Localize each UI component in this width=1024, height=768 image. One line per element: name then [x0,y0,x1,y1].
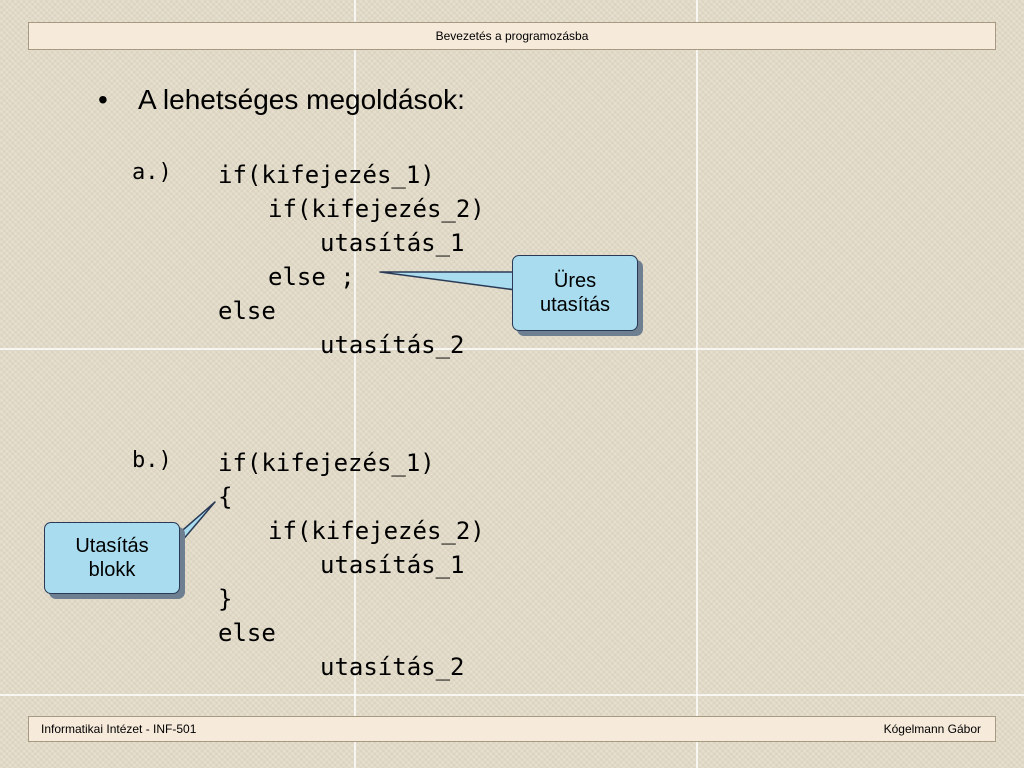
code-line: else [218,297,276,325]
code-line: utasítás_2 [320,331,465,359]
grid-line [354,0,356,768]
bullet-icon: • [98,84,108,115]
callout-pointer-empty [379,271,517,291]
code-line: if(kifejezés_1) [218,161,435,189]
code-line: else [218,619,276,647]
callout-text: Utasítás [75,535,149,557]
code-line: if(kifejezés_1) [218,449,435,477]
code-line: else ; [268,263,355,291]
code-line: if(kifejezés_2) [268,195,485,223]
code-line: utasítás_2 [320,653,465,681]
option-b-label: b.) [132,448,172,473]
header-bar: Bevezetés a programozásba [28,22,996,50]
footer-bar: Informatikai Intézet - INF-501 Kógelmann… [28,716,996,742]
grid-line [696,0,698,768]
bullet-text: A lehetséges megoldások: [138,84,465,115]
code-line: { [218,483,233,511]
code-line: if(kifejezés_2) [268,517,485,545]
callout-statement-block: Utasítás blokk [44,522,180,594]
code-line: utasítás_1 [320,551,465,579]
code-line: utasítás_1 [320,229,465,257]
callout-empty-statement: Üres utasítás [512,255,638,331]
callout-text: blokk [88,559,136,581]
callout-text: Üres [553,270,597,292]
bullet-point: • A lehetséges megoldások: [98,84,465,116]
grid-line [0,348,1024,350]
code-line: } [218,585,233,613]
callout-pointer-block [175,501,216,549]
callout-text: utasítás [539,294,611,316]
footer-author: Kógelmann Gábor [883,722,981,736]
option-a-label: a.) [132,160,172,185]
footer-institute: Informatikai Intézet - INF-501 [41,722,197,736]
slide-title: Bevezetés a programozásba [435,29,589,43]
grid-line [0,694,1024,696]
